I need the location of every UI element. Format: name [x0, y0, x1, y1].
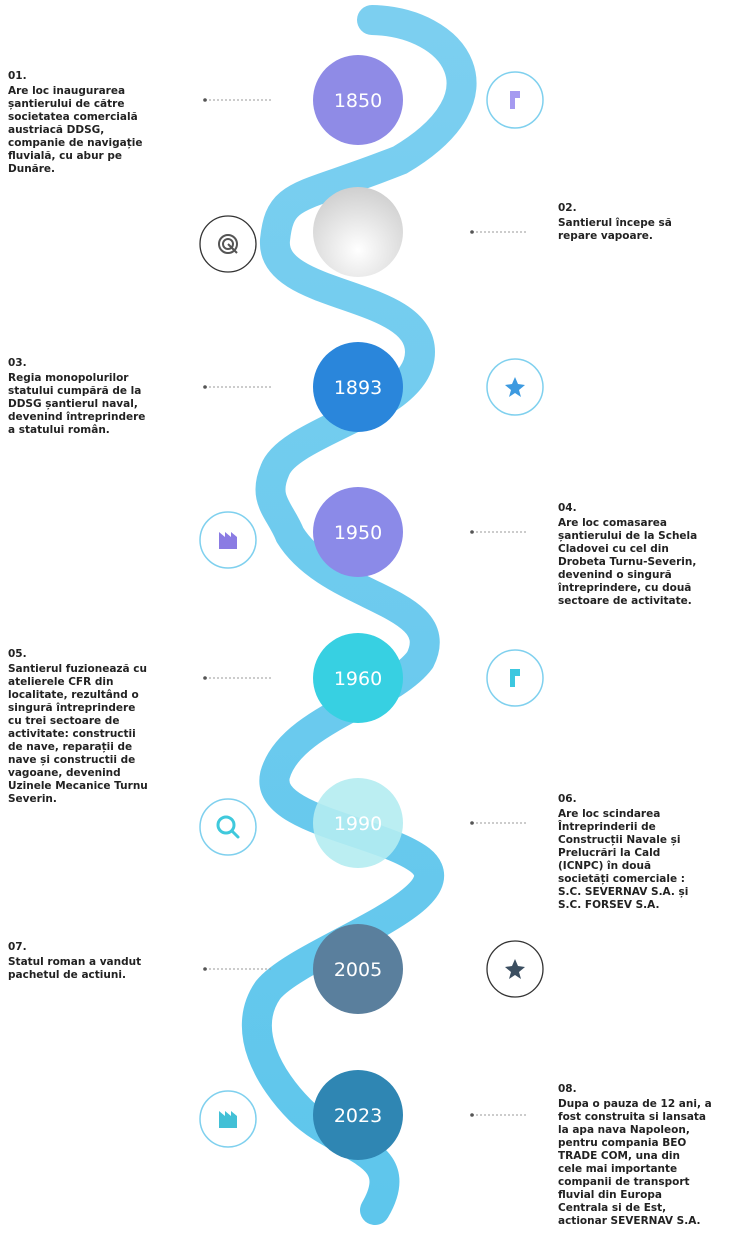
year-circle — [313, 778, 403, 868]
year-circle — [313, 633, 403, 723]
event-number: 05. — [8, 648, 27, 660]
timeline-event: 1850 — [203, 55, 544, 145]
timeline-event: 2023 — [199, 1070, 528, 1160]
year-circle — [313, 1070, 403, 1160]
timeline-event: 1990 — [199, 778, 528, 868]
event-number: 02. — [558, 202, 577, 214]
event-text-block: 05. Santierul fuzionează cu atelierele CF… — [8, 648, 200, 806]
event-text-block: 02. Santierul începe să repare vapoare. — [558, 202, 743, 243]
year-circle — [313, 187, 403, 277]
connector-dot — [470, 530, 474, 534]
timeline-event: 2005 — [203, 924, 544, 1014]
event-description: Are loc scindarea Întreprinderii de Cons… — [558, 808, 689, 911]
factory-icon — [219, 532, 237, 549]
star-icon — [505, 377, 525, 397]
timeline-event: 1950 — [199, 487, 528, 577]
event-number: 07. — [8, 941, 27, 953]
year-label: 2023 — [334, 1105, 382, 1127]
magnifier-icon — [216, 815, 240, 839]
event-number: 04. — [558, 502, 577, 514]
event-text-block: 04. Are loc comasarea șantierului de la S… — [558, 502, 743, 608]
event-text-block: 01. Are loc inaugurarea șantierului de că… — [8, 70, 200, 176]
factory-icon — [219, 1111, 237, 1128]
event-description: Santierul începe să repare vapoare. — [558, 217, 672, 242]
timeline-event: 1960 — [203, 633, 544, 723]
event-number: 06. — [558, 793, 577, 805]
year-label: 1893 — [334, 377, 382, 399]
year-label: 1950 — [334, 522, 382, 544]
connector-dot — [470, 230, 474, 234]
connector-dot — [470, 1113, 474, 1117]
connector-dot — [203, 967, 207, 971]
event-description: Are loc comasarea șantierului de la Sche… — [558, 517, 698, 607]
timeline-event: 1893 — [203, 342, 544, 432]
event-description: Regia monopolurilor statului cumpără de … — [8, 372, 146, 436]
event-description: Are loc inaugurarea șantierului de către… — [8, 85, 143, 175]
magnifier-icon-badge — [199, 798, 257, 856]
event-description: Statul roman a vandut pachetul de actiun… — [8, 956, 142, 981]
year-circle — [313, 55, 403, 145]
year-circle — [313, 342, 403, 432]
event-number: 01. — [8, 70, 27, 82]
year-circle — [313, 924, 403, 1014]
document-icon — [510, 91, 520, 109]
year-label: 1850 — [334, 90, 382, 112]
connector-dot — [203, 98, 207, 102]
event-text-block: 06. Are loc scindarea Întreprinderii de C… — [558, 793, 743, 912]
star-icon — [505, 959, 525, 979]
connector-dot — [203, 676, 207, 680]
timeline-serpentine — [241, 5, 477, 1225]
year-label: 2005 — [334, 959, 382, 981]
document-icon — [510, 669, 520, 687]
year-circle — [313, 487, 403, 577]
connector-dot — [203, 385, 207, 389]
event-text-block: 08. Dupa o pauza de 12 ani, a fost constr… — [558, 1083, 743, 1228]
year-label: 1990 — [334, 813, 382, 835]
timeline-event — [199, 187, 528, 277]
event-description: Dupa o pauza de 12 ani, a fost construit… — [558, 1098, 712, 1227]
event-number: 03. — [8, 357, 27, 369]
connector-dot — [470, 821, 474, 825]
radar-icon — [218, 234, 238, 254]
event-text-block: 07. Statul roman a vandut pachetul de act… — [8, 941, 200, 982]
year-label: 1960 — [334, 668, 382, 690]
event-number: 08. — [558, 1083, 577, 1095]
event-description: Santierul fuzionează cu atelierele CFR d… — [8, 663, 148, 805]
event-text-block: 03. Regia monopolurilor statului cumpără … — [8, 357, 200, 437]
